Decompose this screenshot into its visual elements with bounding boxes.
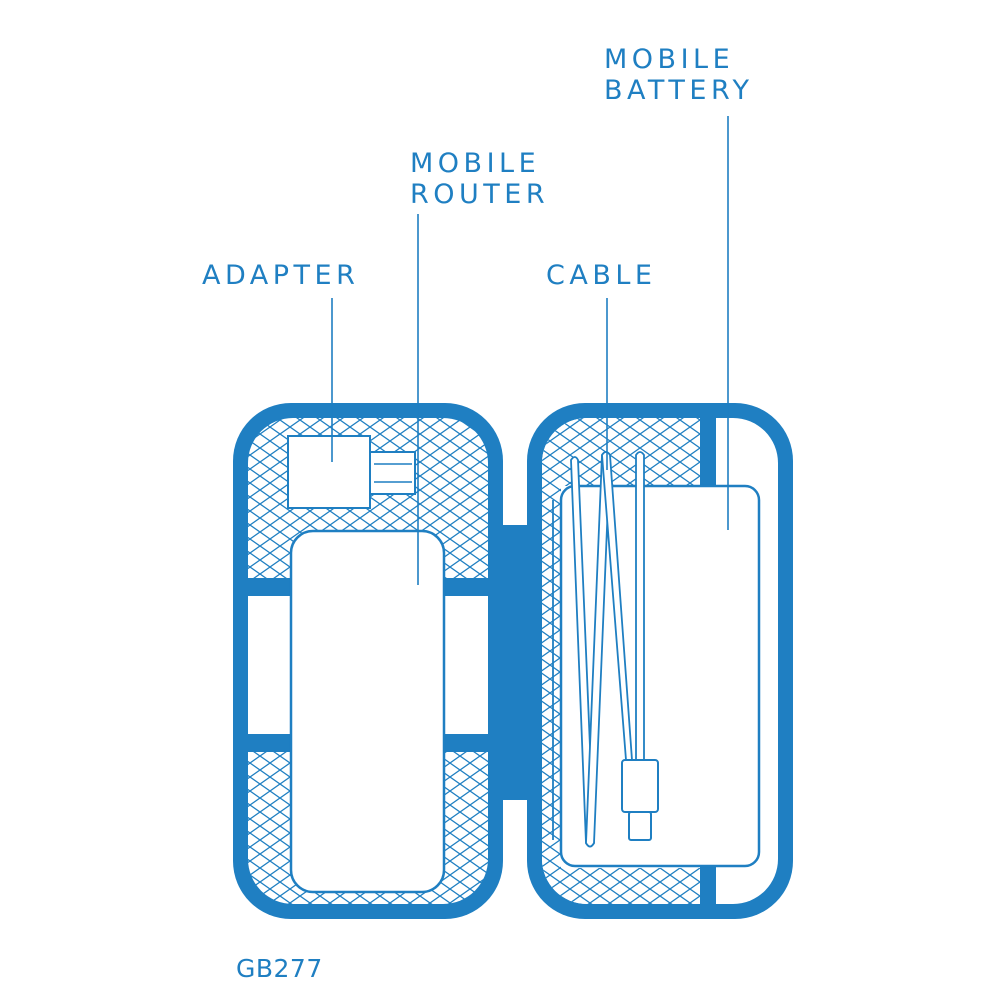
cable-connector bbox=[621, 759, 659, 813]
label-mobile-battery-line2: BATTERY bbox=[604, 75, 754, 106]
adapter-prong-plate bbox=[369, 451, 416, 495]
router-body bbox=[289, 529, 446, 894]
right-mesh-padding bbox=[542, 418, 700, 904]
label-mobile-router-line2: ROUTER bbox=[410, 179, 549, 210]
battery-body bbox=[559, 484, 761, 868]
case-right-half bbox=[527, 403, 793, 919]
label-cable: CABLE bbox=[546, 260, 656, 291]
adapter-body bbox=[287, 435, 371, 509]
label-mobile-battery-line1: MOBILE bbox=[604, 44, 734, 75]
cable-coil bbox=[552, 451, 645, 848]
label-adapter: ADAPTER bbox=[202, 260, 359, 291]
label-mobile-router-line1: MOBILE bbox=[410, 148, 540, 179]
case-left-half bbox=[233, 403, 503, 919]
right-blue-strap-top bbox=[700, 418, 716, 495]
model-code: GB277 bbox=[236, 954, 323, 983]
cable-connector-tip bbox=[628, 811, 652, 841]
